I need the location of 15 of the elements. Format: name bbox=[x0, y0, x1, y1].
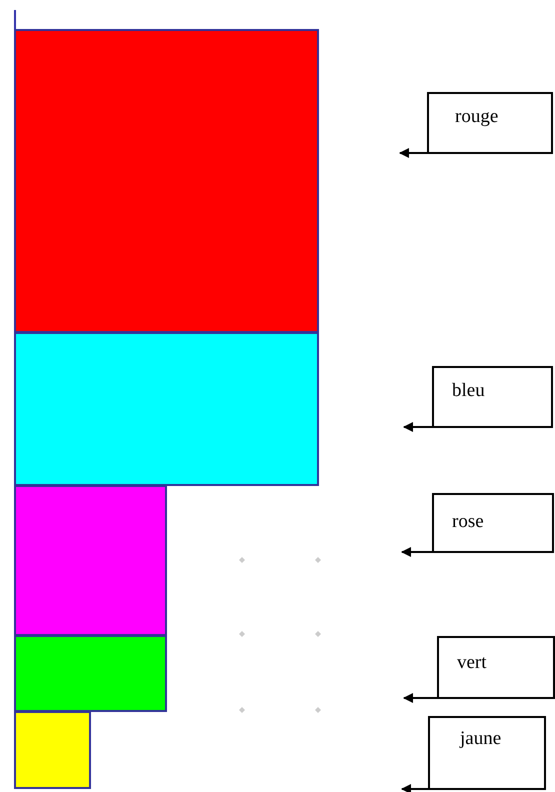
label-box bbox=[437, 636, 555, 699]
label-text: bleu bbox=[452, 380, 485, 402]
filled-rectangle bbox=[14, 485, 167, 636]
label-text: jaune bbox=[460, 728, 502, 750]
filled-rectangle bbox=[14, 711, 91, 789]
filled-rectangle bbox=[14, 332, 319, 486]
label-text: rouge bbox=[455, 106, 498, 128]
filled-rectangle bbox=[14, 29, 319, 333]
label-box bbox=[432, 366, 553, 428]
filled-rectangle bbox=[14, 635, 167, 712]
label-text: rose bbox=[452, 511, 484, 533]
label-box bbox=[428, 716, 546, 790]
label-text: vert bbox=[457, 652, 487, 674]
label-box bbox=[427, 92, 553, 154]
label-box bbox=[432, 493, 554, 553]
